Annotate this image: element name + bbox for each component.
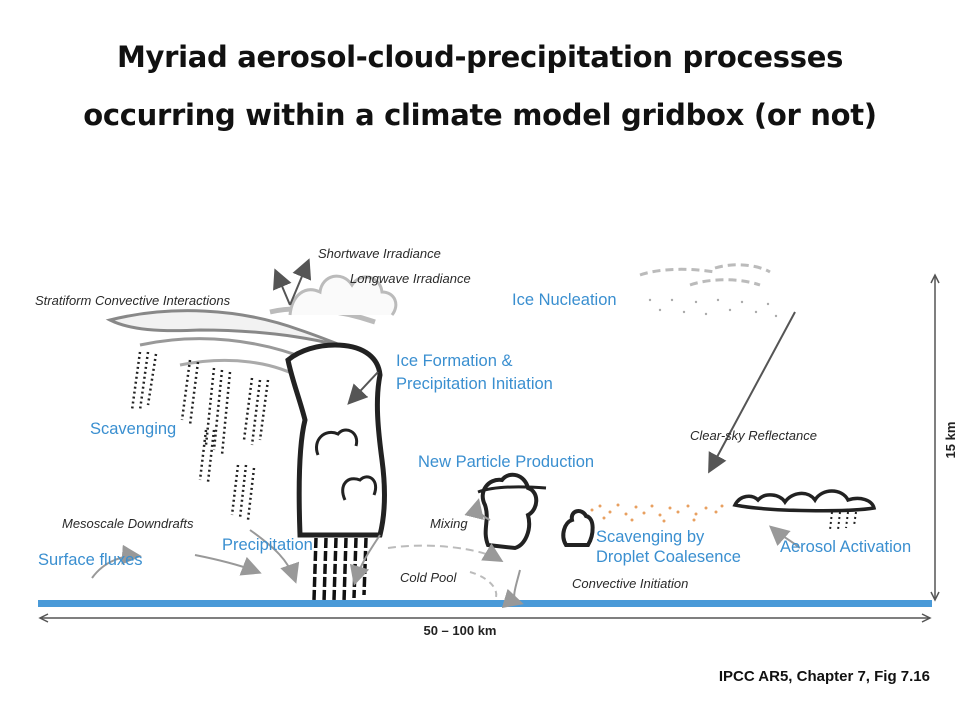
label-new-particle: New Particle Production — [418, 453, 594, 471]
ice-nucleation-dots — [648, 298, 778, 318]
ground-surface — [38, 600, 932, 607]
convective-tower — [285, 342, 387, 538]
small-cumulus-anvil — [477, 485, 547, 494]
label-shortwave: Shortwave Irradiance — [318, 246, 441, 261]
upper-cloud — [288, 274, 398, 316]
label-stratiform: Stratiform Convective Interactions — [35, 293, 231, 308]
label-convective-initiation: Convective Initiation — [572, 576, 688, 591]
precipitation-shaft — [312, 537, 368, 603]
title-line-1: Myriad aerosol-cloud-precipitation proce… — [116, 40, 844, 74]
label-scavenging-droplet-1: Scavenging by — [596, 528, 705, 546]
label-cold-pool: Cold Pool — [400, 570, 457, 585]
label-vertical-scale: 15 km — [943, 422, 958, 459]
low-cloud-drizzle — [829, 511, 857, 531]
small-cumulus — [480, 472, 539, 551]
label-precipitation: Precipitation — [222, 536, 313, 554]
label-mesoscale: Mesoscale Downdrafts — [62, 516, 194, 531]
ice-nucleation-cirrus — [639, 263, 771, 287]
label-surface-fluxes: Surface fluxes — [38, 551, 143, 569]
vertical-scale — [930, 273, 940, 602]
stratiform-rain — [130, 351, 270, 521]
label-aerosol-activation: Aerosol Activation — [780, 538, 911, 556]
aerosol-particles — [590, 503, 724, 523]
tower-turret-2 — [341, 475, 377, 501]
label-mixing: Mixing — [430, 516, 468, 531]
low-cloud-field — [732, 489, 877, 513]
label-ice-formation-2: Precipitation Initiation — [396, 375, 553, 393]
label-clear-sky: Clear-sky Reflectance — [690, 428, 817, 443]
label-horizontal-scale: 50 – 100 km — [423, 623, 496, 638]
title-line-2: occurring within a climate model gridbox… — [83, 98, 877, 132]
label-scavenging-droplet-2: Droplet Coalesence — [596, 548, 741, 566]
label-ice-formation-1: Ice Formation & — [396, 352, 512, 370]
horizontal-scale — [38, 613, 932, 623]
label-ice-nucleation: Ice Nucleation — [512, 291, 617, 309]
process-arrows — [91, 258, 801, 608]
label-scavenging: Scavenging — [90, 420, 176, 438]
tower-turret-1 — [315, 428, 359, 456]
figure-caption: IPCC AR5, Chapter 7, Fig 7.16 — [718, 668, 930, 685]
label-longwave: Longwave Irradiance — [350, 271, 471, 286]
tiny-cumulus — [561, 509, 595, 547]
